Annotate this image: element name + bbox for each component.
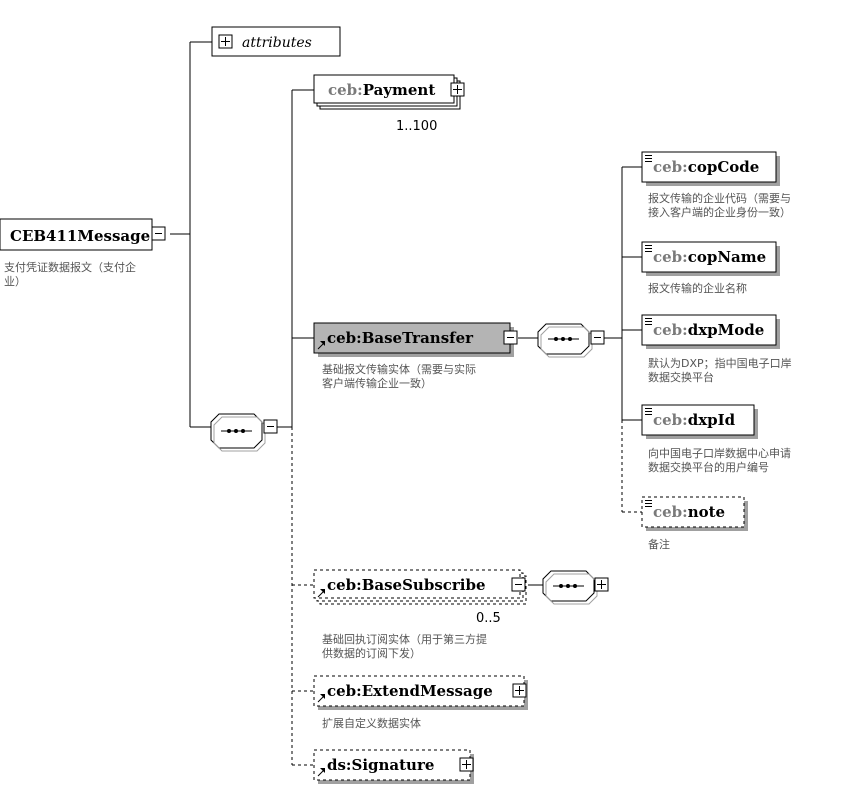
payment-name: Payment xyxy=(363,81,436,99)
sequence-3-expand-icon[interactable] xyxy=(594,577,609,592)
sequence-2-collapse-icon[interactable] xyxy=(590,330,605,345)
simple-content-icon xyxy=(645,155,652,162)
payment-occurrence: 1..100 xyxy=(396,119,437,134)
child-annotation-dxpmode: 默认为DXP；指中国电子口岸 数据交换平台 xyxy=(648,356,795,384)
child-prefix: ceb: xyxy=(653,503,688,521)
svg-text:ceb:BaseSubscribe: ceb:BaseSubscribe xyxy=(327,576,486,594)
root-element[interactable]: CEB411Message xyxy=(0,218,153,251)
simple-content-icon xyxy=(645,318,652,325)
payment-element[interactable]: ceb:Payment xyxy=(313,74,461,110)
child-element-copname[interactable]: ceb:copName xyxy=(641,241,780,276)
connector-lines xyxy=(170,41,642,766)
payment-expand-icon[interactable] xyxy=(450,82,465,97)
child-element-copcode[interactable]: ceb:copCode xyxy=(641,151,780,186)
sequence-1-collapse-icon[interactable] xyxy=(263,419,278,434)
reference-arrow-icon xyxy=(317,768,325,777)
signature-prefix: ds: xyxy=(327,756,351,774)
attributes-expand-icon[interactable] xyxy=(218,34,233,49)
child-prefix: ceb: xyxy=(653,321,688,339)
sequence-compositor-2[interactable] xyxy=(537,323,593,358)
reference-arrow-icon xyxy=(317,589,325,598)
signature-name: Signature xyxy=(351,756,434,774)
base-subscribe-element[interactable]: ceb:BaseSubscribe xyxy=(313,569,527,605)
root-annotation: 支付凭证数据报文（支付企 业） xyxy=(4,260,140,288)
sequence-compositor-3[interactable] xyxy=(542,570,598,605)
child-prefix: ceb: xyxy=(653,248,688,266)
simple-content-icon xyxy=(645,245,652,252)
base-transfer-annotation: 基础报文传输实体（需要与实际 客户端传输企业一致） xyxy=(322,362,480,390)
extend-message-expand-icon[interactable] xyxy=(512,683,527,698)
child-prefix: ceb: xyxy=(653,158,688,176)
extend-message-element[interactable]: ceb:ExtendMessage xyxy=(313,675,528,710)
child-element-note[interactable]: ceb:note xyxy=(641,496,748,531)
svg-text:ds:Signature: ds:Signature xyxy=(327,756,434,774)
child-annotation-copcode: 报文传输的企业代码（需要与 接入客户端的企业身份一致） xyxy=(648,191,795,219)
svg-text:CEB411Message: CEB411Message xyxy=(10,227,150,245)
child-name: note xyxy=(688,503,725,521)
child-name: dxpMode xyxy=(688,321,765,339)
svg-text:ceb:Payment: ceb:Payment xyxy=(328,81,435,99)
reference-arrow-icon xyxy=(317,341,325,350)
svg-text:ceb:BaseTransfer: ceb:BaseTransfer xyxy=(327,329,474,347)
child-element-dxpid[interactable]: ceb:dxpId xyxy=(641,404,758,439)
base-subscribe-collapse-icon[interactable] xyxy=(511,577,526,592)
child-annotation-copname: 报文传输的企业名称 xyxy=(648,281,747,295)
attributes-box[interactable]: attributes xyxy=(211,26,341,57)
extend-message-name: ExtendMessage xyxy=(362,682,493,700)
signature-expand-icon[interactable] xyxy=(459,757,474,772)
sequence-compositor-1[interactable] xyxy=(210,413,266,452)
extend-message-prefix: ceb: xyxy=(327,682,362,700)
child-annotation-dxpid: 向中国电子口岸数据中心申请 数据交换平台的用户编号 xyxy=(648,446,795,474)
child-name: copName xyxy=(688,248,766,266)
extend-message-annotation: 扩展自定义数据实体 xyxy=(322,716,421,730)
svg-text:ceb:ExtendMessage: ceb:ExtendMessage xyxy=(327,682,493,700)
root-collapse-icon[interactable] xyxy=(151,226,166,241)
base-transfer-collapse-icon[interactable] xyxy=(503,330,518,345)
base-transfer-prefix: ceb: xyxy=(327,329,362,347)
svg-text:ceb:copCode: ceb:copCode xyxy=(653,158,759,176)
child-name: copCode xyxy=(688,158,760,176)
signature-element[interactable]: ds:Signature xyxy=(313,749,474,784)
attributes-label: attributes xyxy=(242,35,312,51)
base-transfer-name: BaseTransfer xyxy=(362,329,474,347)
reference-arrow-icon xyxy=(317,694,325,703)
simple-content-icon xyxy=(645,500,652,507)
base-subscribe-annotation: 基础回执订阅实体（用于第三方提 供数据的订阅下发） xyxy=(322,632,491,660)
root-element-name: CEB411Message xyxy=(10,227,150,245)
child-name: dxpId xyxy=(688,411,736,429)
base-subscribe-occurrence: 0..5 xyxy=(476,611,501,626)
svg-text:ceb:dxpId: ceb:dxpId xyxy=(653,411,736,429)
base-subscribe-prefix: ceb: xyxy=(327,576,362,594)
payment-prefix: ceb: xyxy=(328,81,363,99)
base-transfer-element[interactable]: ceb:BaseTransfer xyxy=(313,322,514,357)
svg-text:ceb:note: ceb:note xyxy=(653,503,725,521)
simple-content-icon xyxy=(645,408,652,415)
svg-text:ceb:copName: ceb:copName xyxy=(653,248,766,266)
base-subscribe-name: BaseSubscribe xyxy=(362,576,486,594)
child-element-dxpmode[interactable]: ceb:dxpMode xyxy=(641,314,780,349)
svg-text:ceb:dxpMode: ceb:dxpMode xyxy=(653,321,764,339)
child-annotation-note: 备注 xyxy=(648,537,670,551)
child-prefix: ceb: xyxy=(653,411,688,429)
